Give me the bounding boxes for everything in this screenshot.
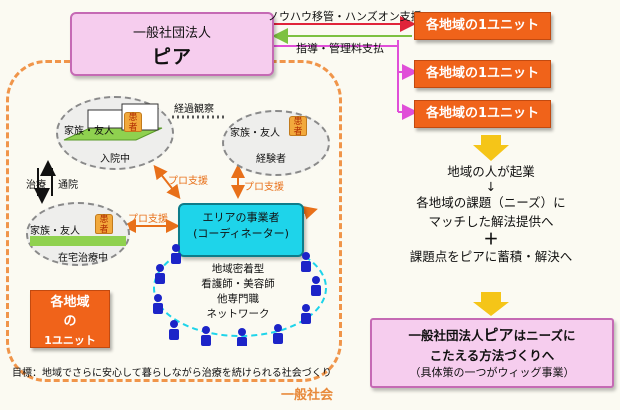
process-line-4: マッチした解法提供へ xyxy=(428,214,554,229)
society-label: 一般社会 xyxy=(281,388,334,403)
local-unit-box: 各地域 の 1ユニット xyxy=(30,290,110,348)
hospital-patient-icon: 患者 xyxy=(124,112,142,133)
treatment-label: 治療 xyxy=(26,180,46,191)
unit-box-1: 各地域の1ユニット xyxy=(414,12,551,40)
network-line-2: 看護師・美容師 xyxy=(201,278,275,290)
down-arrow-icon-2 xyxy=(473,292,509,316)
bottom-line-2: こたえる方法づくりへ xyxy=(429,348,555,363)
pro-support-label-1: プロ支援 xyxy=(168,176,208,187)
peer-org-name: ピア xyxy=(151,46,192,68)
bottom-conclusion-box: 一般社団法人ピアはニーズに こたえる方法づくりへ （具体策の一つがウィッグ事業） xyxy=(370,318,614,388)
network-text: 地域密着型 看護師・美容師 他専門職 ネットワーク xyxy=(183,262,293,322)
knowhow-label: ノウハウ移管・ハンズオン支援 xyxy=(268,10,422,23)
home-label: 在宅治療中 xyxy=(58,253,108,264)
pro-support-label-3: プロ支援 xyxy=(128,214,168,225)
down-arrow-icon xyxy=(473,135,509,161)
exp-family-label: 家族・友人 xyxy=(230,128,280,139)
coordinator-line1: エリアの事業者 xyxy=(202,211,280,224)
local-unit-line3: 1ユニット xyxy=(44,334,96,347)
process-line-5: ＋ xyxy=(483,230,499,248)
exp-label: 経験者 xyxy=(256,154,286,165)
local-unit-line1: 各地域 xyxy=(50,295,90,310)
outpatient-label: 通院 xyxy=(58,180,78,191)
home-patient-icon: 患者 xyxy=(95,214,113,235)
local-unit-line2: の xyxy=(63,314,77,329)
unit-box-2: 各地域の1ユニット xyxy=(414,60,551,88)
network-line-1: 地域密着型 xyxy=(211,263,265,275)
process-line-2: ↓ xyxy=(485,179,497,194)
peer-org-type: 一般社団法人 xyxy=(132,26,211,41)
process-line-3: 各地域の課題（ニーズ）に xyxy=(416,195,566,210)
hospital-label: 入院中 xyxy=(100,154,130,165)
network-line-3: 他専門職 xyxy=(217,293,259,305)
pro-support-label-2: プロ支援 xyxy=(244,182,284,193)
coordinator-box: エリアの事業者 (コーディネーター) xyxy=(178,203,304,257)
process-text: 地域の人が起業 ↓ 各地域の課題（ニーズ）に マッチした解法提供へ ＋ 課題点を… xyxy=(372,162,610,266)
network-line-4: ネットワーク xyxy=(206,308,270,320)
experienced-circle xyxy=(222,110,330,176)
exp-patient-icon: 患者 xyxy=(289,116,307,137)
home-circle xyxy=(26,202,130,266)
hospital-family-label: 家族・友人 xyxy=(64,126,114,137)
coordinator-line2: (コーディネーター) xyxy=(193,227,289,240)
network-people-icons xyxy=(153,244,321,346)
magenta-branch xyxy=(397,40,412,113)
bottom-line-1: 一般社団法人ピアはニーズに xyxy=(408,326,576,344)
home-family-label: 家族・友人 xyxy=(30,226,80,237)
bottom-line-3: （具体策の一つがウィッグ事業） xyxy=(409,366,575,379)
unit-box-3: 各地域の1ユニット xyxy=(414,100,551,128)
guidance-label: 指導・管理料支払 xyxy=(296,42,384,55)
process-line-1: 地域の人が起業 xyxy=(447,164,535,179)
observation-label: 経過観察 xyxy=(174,104,214,115)
goal-text: 目標：地域でさらに安心して暮らしながら治療を続けられる社会づくり xyxy=(12,368,332,379)
home-base xyxy=(30,236,126,246)
peer-org-box: 一般社団法人 ピア xyxy=(70,12,274,76)
process-line-6: 課題点をピアに蓄積・解決へ xyxy=(409,249,573,264)
